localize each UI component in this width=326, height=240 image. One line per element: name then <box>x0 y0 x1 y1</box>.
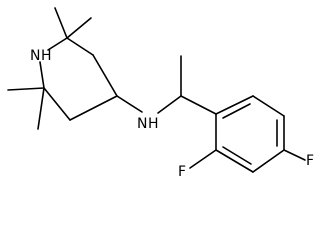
structure-diagram: N H N H F F <box>7 7 314 180</box>
bond-ch-aryl <box>180 95 217 115</box>
bond-ar-c3-c4 <box>252 149 285 173</box>
bond-nh-c2 <box>47 37 68 51</box>
bond-c2-c3 <box>66 37 94 56</box>
bonds <box>7 7 306 173</box>
bond-c4-nh <box>116 95 143 113</box>
bond-c5-c6 <box>43 87 71 121</box>
ring-nh-h-label: H <box>41 48 52 64</box>
bond-ar-f-ortho <box>189 149 217 169</box>
fluoro-para-label: F <box>306 153 314 169</box>
bond-c6-me-a <box>7 87 45 91</box>
bond-c6-nh <box>39 61 45 89</box>
bond-c2-me-a <box>54 7 68 39</box>
amine-n-label: N <box>137 116 147 132</box>
bond-ar-c6-c1 <box>215 95 254 115</box>
atom-labels: N H N H F F <box>30 48 314 180</box>
bond-ar-c5-c6 <box>252 95 285 117</box>
fluoro-ortho-label: F <box>178 164 186 180</box>
bond-c2-me-b <box>66 17 92 39</box>
amine-h-label: H <box>148 116 159 132</box>
bond-c3-c4 <box>92 54 118 97</box>
ring-nh-n-label: N <box>30 48 40 64</box>
bond-ar-f-para <box>283 149 306 161</box>
bond-ar-c2-c3 <box>215 149 254 173</box>
bond-ar-inner-1 <box>222 103 251 119</box>
bond-ar-inner-3 <box>222 146 252 165</box>
bond-c4-c5 <box>69 95 118 121</box>
bond-c6-me-b <box>37 87 45 130</box>
bond-nh-ch <box>157 95 182 114</box>
